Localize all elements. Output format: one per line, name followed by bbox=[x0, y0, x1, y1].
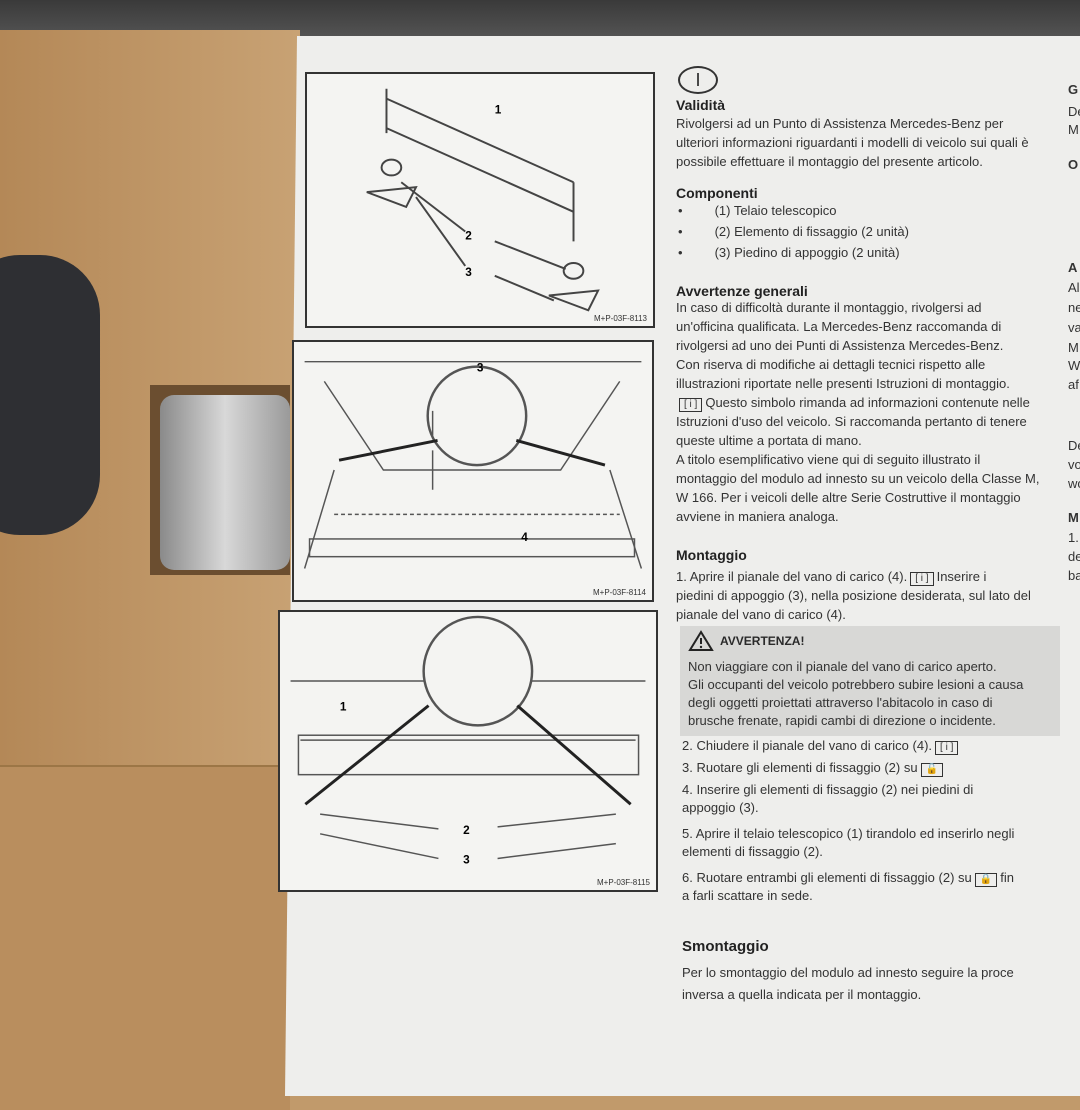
componenti-heading: Componenti bbox=[676, 185, 758, 201]
list-item: •(1) Telaio telescopico bbox=[678, 203, 837, 218]
montaggio-step-1: 1. Aprire il pianale del vano di carico … bbox=[676, 569, 1031, 622]
language-badge-italian: I bbox=[678, 66, 718, 94]
avvertenze-heading: Avvertenze generali bbox=[676, 283, 808, 299]
validita-heading: Validità bbox=[676, 97, 726, 113]
warning-title: AVVERTENZA! bbox=[720, 634, 805, 648]
fig2-label-3: 3 bbox=[477, 361, 484, 375]
montaggio-steps: 2. Chiudere il pianale del vano di caric… bbox=[682, 738, 1015, 903]
figure-components: 1 2 3 M+P-03F-8113 bbox=[305, 72, 655, 328]
cargo-floor-illustration: 3 4 bbox=[303, 361, 643, 569]
validita-text: Rivolgersi ad un Punto di Assistenza Mer… bbox=[676, 114, 1029, 171]
figure-cargo-floor: 3 4 M+P-03F-8114 bbox=[292, 340, 654, 602]
figure-installed-frame: 1 2 3 M+P-03F-8115 bbox=[278, 610, 658, 892]
montaggio-heading: Montaggio bbox=[676, 547, 747, 563]
text-line: possibile effettuare il montaggio del pr… bbox=[676, 154, 983, 169]
fixing-element-part bbox=[160, 395, 290, 570]
manual-book-icon: [ i ] bbox=[910, 572, 934, 586]
warning-text: Non viaggiare con il pianale del vano di… bbox=[688, 659, 1024, 728]
components-list: •(1) Telaio telescopico •(2) Elemento di… bbox=[678, 200, 909, 263]
unlock-symbol-icon: 🔓 bbox=[920, 763, 944, 777]
cardboard-box bbox=[0, 30, 300, 1110]
figure-code: M+P-03F-8113 bbox=[594, 314, 647, 323]
manual-book-icon: [ i ] bbox=[679, 398, 703, 412]
installed-frame-illustration: 1 2 3 bbox=[290, 615, 646, 866]
fig1-label-1: 1 bbox=[495, 102, 502, 116]
avvertenze-text: In caso di difficoltà durante il montagg… bbox=[676, 300, 1040, 524]
components-illustration: 1 2 3 bbox=[366, 88, 600, 312]
smontaggio-heading: Smontaggio bbox=[682, 938, 769, 955]
text-line: ulteriori informazioni riguardanti i mod… bbox=[676, 135, 1029, 150]
manual-book-icon: [ i ] bbox=[935, 741, 959, 755]
figure-code: M+P-03F-8114 bbox=[593, 588, 646, 597]
cardboard-flap bbox=[0, 765, 290, 1110]
figure-code: M+P-03F-8115 bbox=[597, 878, 650, 887]
black-cap bbox=[0, 255, 100, 535]
fig3-label-1: 1 bbox=[340, 700, 347, 714]
fig2-label-4: 4 bbox=[521, 530, 528, 544]
lock-symbol-icon: 🔒 bbox=[974, 873, 998, 887]
text-line: Rivolgersi ad un Punto di Assistenza Mer… bbox=[676, 116, 1004, 131]
fig1-label-3: 3 bbox=[465, 265, 472, 279]
list-item: •(3) Piedino di appoggio (2 unità) bbox=[678, 245, 900, 260]
fig3-label-2: 2 bbox=[463, 823, 470, 837]
warning-box: AVVERTENZA! Non viaggiare con il pianale… bbox=[680, 626, 1060, 736]
smontaggio-text: Per lo smontaggio del modulo ad innesto … bbox=[682, 965, 1014, 1002]
warning-triangle-icon bbox=[688, 630, 714, 651]
fig3-label-3: 3 bbox=[463, 852, 470, 866]
fig1-label-2: 2 bbox=[465, 228, 472, 242]
list-item: •(2) Elemento di fissaggio (2 unità) bbox=[678, 224, 909, 239]
